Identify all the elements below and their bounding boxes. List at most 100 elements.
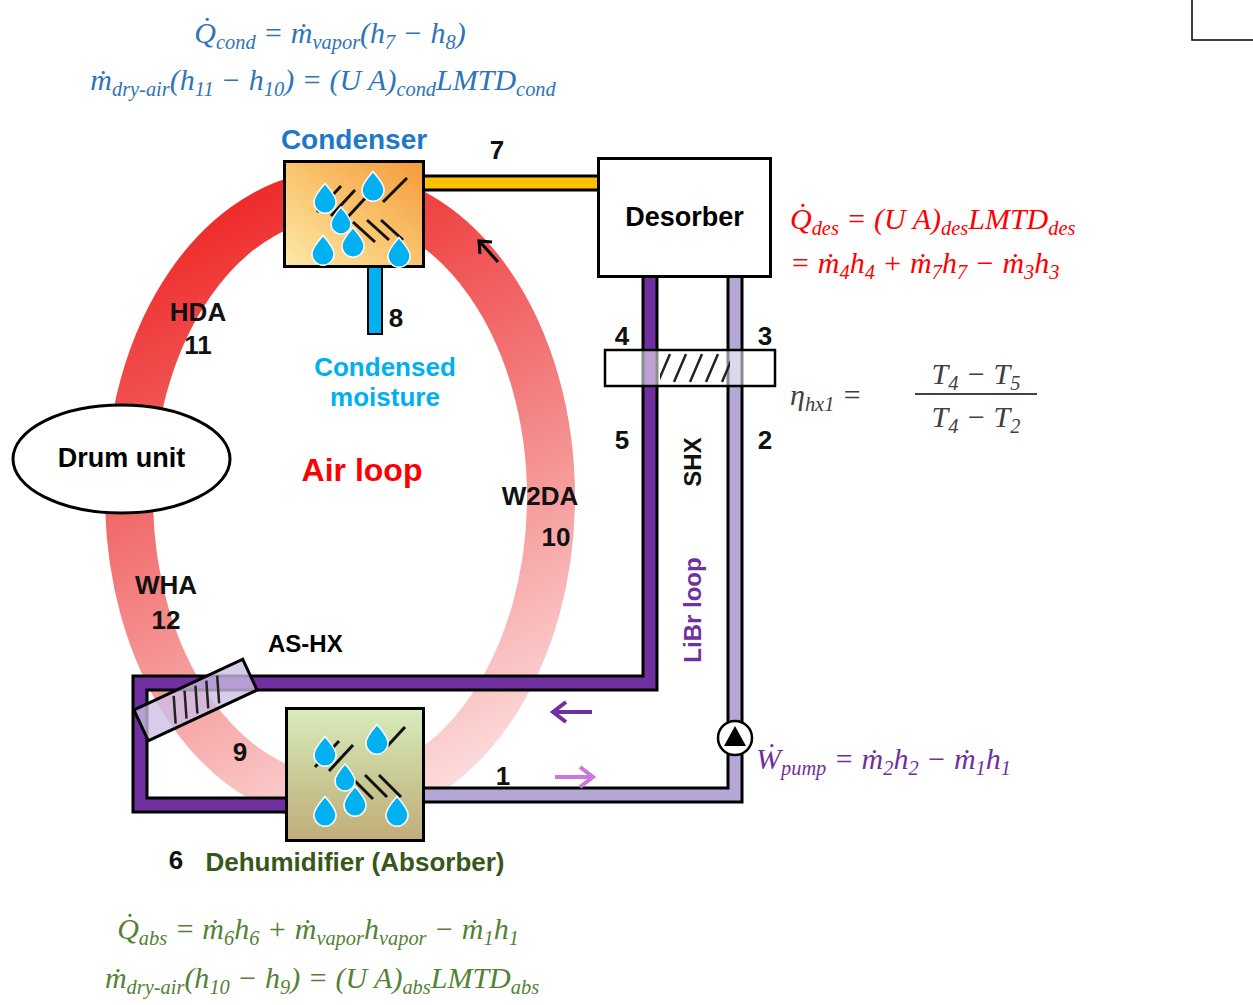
callout-number: 3 bbox=[758, 321, 772, 352]
loop-label: Air loop bbox=[302, 452, 423, 489]
water-drop bbox=[314, 184, 336, 214]
subscript: 1 bbox=[1001, 756, 1011, 778]
equation: ṁdry-air(h11 − h10) = (U A)condLMTDcond bbox=[90, 63, 555, 96]
pipe-connector bbox=[258, 278, 650, 683]
hatch-line bbox=[208, 676, 228, 704]
equation: Ẇpump = ṁ2h2 − ṁ1h1 bbox=[756, 742, 1011, 775]
subscript: 10 bbox=[264, 77, 284, 99]
node-label: Drum unit bbox=[58, 444, 186, 474]
flow-arrow bbox=[479, 241, 498, 262]
condensate-pipe bbox=[368, 262, 382, 334]
pipe-fill bbox=[425, 278, 735, 795]
pipe-connector bbox=[425, 183, 597, 184]
pipe-fill bbox=[425, 178, 597, 189]
subscript: vapor bbox=[316, 926, 364, 948]
subscript: dry-air bbox=[127, 975, 185, 997]
water-drop bbox=[331, 207, 351, 234]
subscript: 4 bbox=[865, 260, 875, 282]
hatch-line bbox=[176, 691, 196, 719]
subscript: 3 bbox=[1049, 260, 1059, 282]
water-drop bbox=[366, 725, 388, 755]
callout-number: 7 bbox=[490, 135, 504, 166]
equation: Q̇abs = ṁ6h6 + ṁvaporhvapor − ṁ1h1 bbox=[117, 912, 519, 945]
subscript: abs bbox=[402, 975, 430, 997]
water-drop bbox=[314, 797, 336, 827]
pipe-outline bbox=[140, 741, 285, 805]
node-box: AS-HX bbox=[133, 659, 258, 741]
water-drop bbox=[335, 764, 355, 791]
equation: Q̇des = (U A)desLMTDdes bbox=[790, 202, 1075, 235]
water-drop bbox=[362, 172, 384, 202]
subscript: 2 bbox=[1010, 414, 1020, 436]
fraction-bar bbox=[915, 393, 1037, 395]
subscript: hx1 bbox=[805, 392, 834, 414]
subscript: 4 bbox=[948, 371, 958, 393]
equation: T4 − T5 bbox=[931, 357, 1020, 390]
callout-number: 8 bbox=[389, 303, 403, 334]
subscript: 2 bbox=[908, 756, 918, 778]
stream-label: WHA bbox=[135, 570, 197, 601]
node-label: Dehumidifier (Absorber) bbox=[205, 848, 504, 877]
callout-number: 2 bbox=[758, 425, 772, 456]
subscript: 1 bbox=[483, 926, 493, 948]
water-drop bbox=[312, 236, 334, 266]
subscript: 4 bbox=[839, 260, 849, 282]
node-outline bbox=[283, 160, 425, 268]
component-label: SHX bbox=[679, 437, 707, 486]
condenser-box bbox=[285, 162, 424, 267]
drum-ellipse bbox=[13, 405, 230, 513]
pipe-outline bbox=[425, 175, 597, 192]
pipe-fill bbox=[140, 741, 285, 805]
shx-box bbox=[605, 350, 775, 386]
subscript: cond bbox=[216, 30, 256, 52]
subscript: vapor bbox=[379, 926, 427, 948]
pipe-outline bbox=[425, 278, 735, 795]
pipe-connector bbox=[140, 741, 285, 805]
pump-triangle bbox=[724, 726, 746, 746]
callout-number: 11 bbox=[184, 330, 212, 361]
loop-label: LiBr loop bbox=[679, 557, 707, 662]
water-drop bbox=[388, 238, 410, 268]
node-box: Desorber bbox=[597, 157, 772, 278]
subscript: 7 bbox=[932, 260, 942, 282]
node-box: Condenser bbox=[283, 160, 425, 268]
hatch-line bbox=[186, 686, 206, 714]
subscript: dry-air bbox=[112, 77, 170, 99]
equation: Q̇cond = ṁvapor(h7 − h8) bbox=[194, 16, 465, 49]
subscript: 1 bbox=[509, 926, 519, 948]
hatch-line bbox=[383, 178, 407, 202]
subscript: des bbox=[941, 216, 968, 238]
callout-number: 5 bbox=[615, 425, 629, 456]
water-drop bbox=[386, 797, 408, 827]
subscript: 9 bbox=[280, 975, 290, 997]
ashx-box bbox=[134, 659, 257, 741]
node-outline bbox=[285, 707, 425, 842]
equation: = ṁ4h4 + ṁ7h7 − ṁ3h3 bbox=[790, 246, 1059, 279]
hatch-line bbox=[197, 681, 217, 709]
subscript: 1 bbox=[976, 756, 986, 778]
shx-hatch bbox=[660, 352, 730, 384]
absorber-box bbox=[287, 709, 424, 841]
subscript: pump bbox=[781, 756, 826, 778]
subscript: vapor bbox=[313, 30, 361, 52]
subscript: 5 bbox=[1010, 371, 1020, 393]
node-label: AS-HX bbox=[268, 631, 343, 657]
pipe-connector bbox=[425, 278, 735, 795]
callout-number: 12 bbox=[152, 605, 181, 636]
subscript: des bbox=[812, 216, 839, 238]
flow-arrow bbox=[555, 767, 593, 787]
equation: ṁdry-air(h10 − h9) = (U A)absLMTDabs bbox=[105, 961, 539, 994]
subscript: cond bbox=[396, 77, 436, 99]
subscript: 6 bbox=[224, 926, 234, 948]
desorber-box bbox=[599, 159, 771, 277]
callout-number: 6 bbox=[169, 845, 183, 876]
node-label: Desorber bbox=[625, 203, 744, 233]
pipe-fill bbox=[258, 278, 650, 683]
subscript: 10 bbox=[209, 975, 229, 997]
hatch-line bbox=[379, 775, 401, 797]
pipe-outline bbox=[258, 278, 650, 683]
subscript: abs bbox=[139, 926, 167, 948]
subscript: 4 bbox=[948, 414, 958, 436]
subscript: abs bbox=[511, 975, 539, 997]
callout-number: 10 bbox=[542, 522, 571, 553]
